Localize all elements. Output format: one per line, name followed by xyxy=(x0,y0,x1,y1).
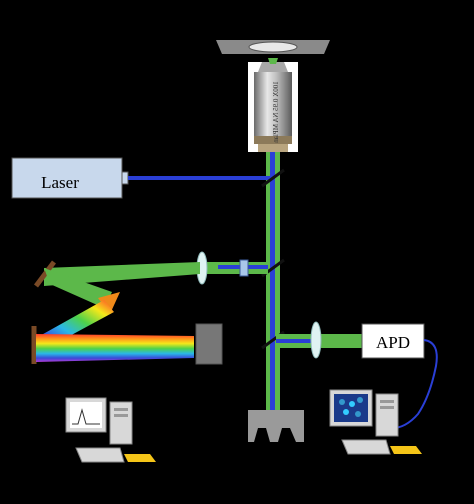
computer-icon xyxy=(65,397,156,463)
apd-detector: APD xyxy=(361,323,425,359)
apd-lens-icon xyxy=(310,321,322,359)
laser-source: Laser xyxy=(11,157,129,199)
main-blue-beam xyxy=(270,152,275,410)
notch-filter-icon xyxy=(239,259,249,277)
dichroic-mirror-1 xyxy=(261,168,285,188)
xy-stage-icon xyxy=(248,410,304,442)
objective-lens-icon: 100X 0.95 NA MPlan xyxy=(248,58,298,152)
mirror-icon xyxy=(34,260,56,288)
apd-label: APD xyxy=(376,333,410,352)
prism-icon xyxy=(98,292,120,314)
ccd-icon xyxy=(195,323,223,365)
laser-beam xyxy=(128,176,272,180)
objective-label: 100X 0.95 NA MPlan xyxy=(272,81,280,143)
spectrometer-computer-icon xyxy=(329,389,422,455)
apd-cable xyxy=(387,339,438,430)
sample-stage-icon xyxy=(216,40,330,54)
laser-label: Laser xyxy=(41,173,79,192)
